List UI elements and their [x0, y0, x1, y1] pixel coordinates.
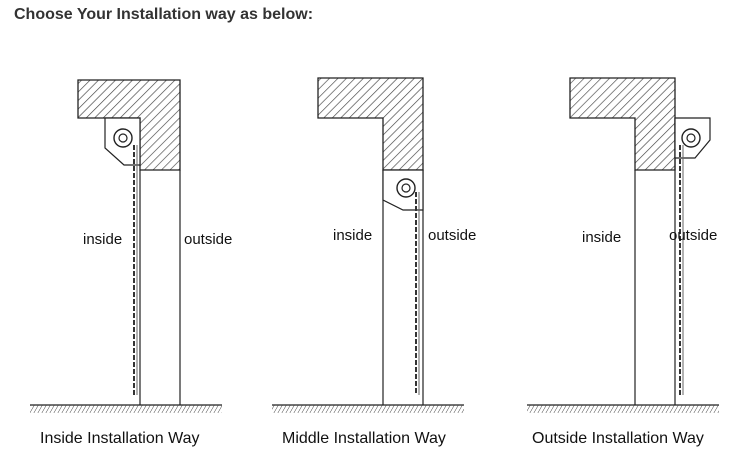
- roller-axle: [118, 133, 128, 143]
- caption: Inside Installation Way: [40, 430, 199, 447]
- panel-middle-installation: inside outside Middle Installation Way: [272, 77, 476, 447]
- roller-axle: [401, 183, 411, 193]
- inside-label: inside: [582, 229, 621, 246]
- lintel-block: [317, 77, 424, 171]
- inside-label: inside: [83, 231, 122, 248]
- page-heading: Choose Your Installation way as below:: [14, 6, 314, 23]
- panel-inside-installation: inside outside Inside Installation Way: [30, 79, 232, 447]
- panel-outside-installation: inside outside Outside Installation Way: [527, 77, 719, 447]
- ground-hatch: [527, 405, 719, 413]
- ground-hatch: [272, 405, 464, 413]
- outside-label: outside: [669, 227, 717, 244]
- outside-label: outside: [184, 231, 232, 248]
- outside-label: outside: [428, 227, 476, 244]
- ground-hatch: [30, 405, 222, 413]
- roller-axle: [686, 133, 696, 143]
- lintel-block: [569, 77, 676, 171]
- caption: Outside Installation Way: [532, 430, 704, 447]
- caption: Middle Installation Way: [282, 430, 446, 447]
- inside-label: inside: [333, 227, 372, 244]
